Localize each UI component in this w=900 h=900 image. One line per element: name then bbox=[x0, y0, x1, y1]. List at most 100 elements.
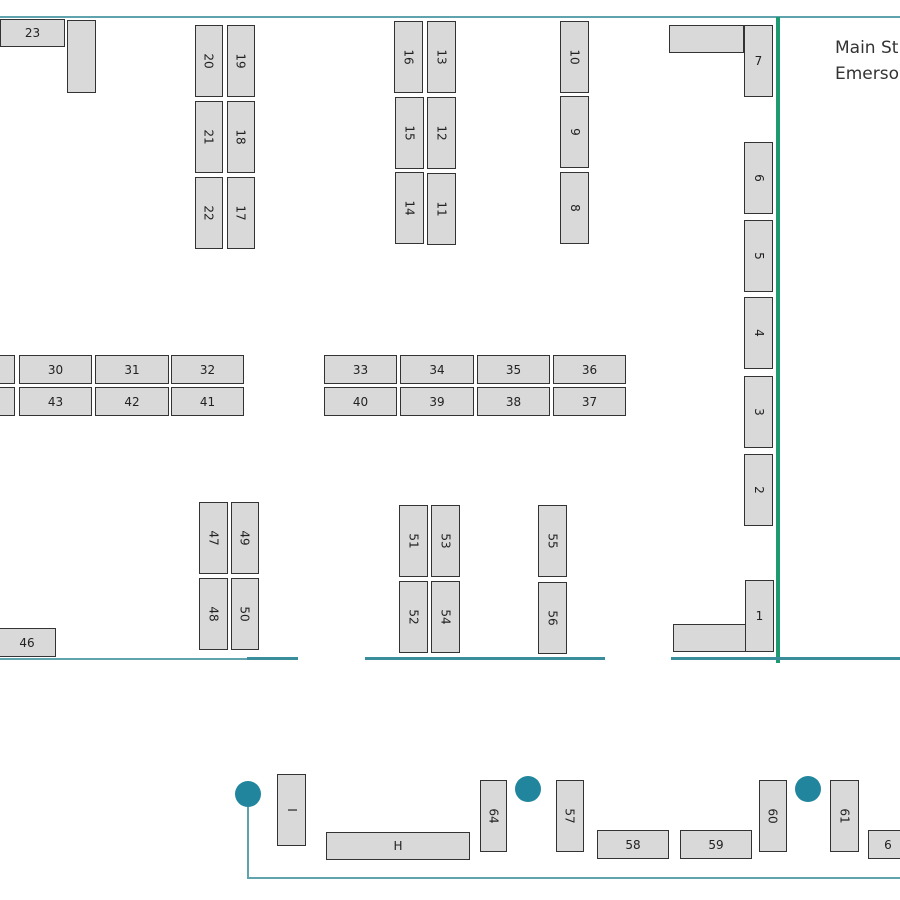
booth-label: 32 bbox=[199, 362, 216, 377]
booth-4[interactable]: 4 bbox=[744, 297, 773, 369]
booth-label: 6 bbox=[884, 837, 892, 852]
booth-52[interactable]: 52 bbox=[399, 581, 428, 653]
booth-label: 43 bbox=[47, 394, 64, 409]
booth-56[interactable]: 56 bbox=[538, 582, 567, 654]
booth-label: 9 bbox=[567, 128, 582, 136]
booth-54[interactable]: 54 bbox=[431, 581, 460, 653]
booth-label: 58 bbox=[625, 837, 641, 852]
unlabeled-booth[interactable] bbox=[669, 25, 744, 53]
outdoor-path-horizontal bbox=[247, 877, 900, 879]
booth-14[interactable]: 14 bbox=[395, 172, 424, 244]
booth-35[interactable]: 35 bbox=[477, 355, 550, 384]
booth-13[interactable]: 13 bbox=[427, 21, 456, 93]
booth-43[interactable]: 43 bbox=[19, 387, 92, 416]
booth-57[interactable]: 57 bbox=[556, 780, 584, 852]
booth-61[interactable]: 61 bbox=[830, 780, 859, 852]
booth-6[interactable]: 6 bbox=[744, 142, 773, 214]
unlabeled-booth[interactable] bbox=[673, 624, 746, 652]
booth-label: 17 bbox=[234, 205, 248, 221]
booth-label: 12 bbox=[434, 125, 449, 141]
booth-label: 36 bbox=[581, 362, 598, 377]
main-street-divider bbox=[776, 17, 780, 663]
booth-label: 11 bbox=[434, 201, 449, 217]
booth-37[interactable]: 37 bbox=[553, 387, 626, 416]
booth-label: 37 bbox=[581, 394, 598, 409]
booth-31[interactable]: 31 bbox=[95, 355, 169, 384]
booth-58[interactable]: 58 bbox=[597, 830, 669, 859]
booth-47[interactable]: 47 bbox=[199, 502, 228, 574]
booth-39[interactable]: 39 bbox=[400, 387, 474, 416]
outdoor-path-vertical bbox=[247, 795, 249, 878]
booth-label: 20 bbox=[202, 53, 216, 69]
booth-12[interactable]: 12 bbox=[427, 97, 456, 169]
booth-8[interactable]: 8 bbox=[560, 172, 589, 244]
booth-32[interactable]: 32 bbox=[171, 355, 244, 384]
booth-48[interactable]: 48 bbox=[199, 578, 228, 650]
booth-23[interactable]: 23 bbox=[0, 19, 65, 47]
booth-label: I bbox=[284, 808, 299, 812]
booth-11[interactable]: 11 bbox=[427, 173, 456, 245]
booth-label: 10 bbox=[567, 49, 582, 65]
booth-34[interactable]: 34 bbox=[400, 355, 474, 384]
marker-dot bbox=[235, 781, 261, 807]
booth-h[interactable]: H bbox=[326, 832, 470, 860]
top-wall bbox=[0, 16, 900, 18]
booth-21[interactable]: 21 bbox=[195, 101, 223, 173]
unlabeled-booth[interactable] bbox=[0, 355, 15, 384]
booth-41[interactable]: 41 bbox=[171, 387, 244, 416]
booth-36[interactable]: 36 bbox=[553, 355, 626, 384]
booth-51[interactable]: 51 bbox=[399, 505, 428, 577]
booth-10[interactable]: 10 bbox=[560, 21, 589, 93]
booth-label: 53 bbox=[438, 533, 453, 549]
booth-49[interactable]: 49 bbox=[231, 502, 259, 574]
booth-19[interactable]: 19 bbox=[227, 25, 255, 97]
unlabeled-booth[interactable] bbox=[67, 20, 96, 93]
booth-5[interactable]: 5 bbox=[744, 220, 773, 292]
booth-15[interactable]: 15 bbox=[395, 97, 424, 169]
booth-30[interactable]: 30 bbox=[19, 355, 92, 384]
booth-53[interactable]: 53 bbox=[431, 505, 460, 577]
booth-22[interactable]: 22 bbox=[195, 177, 223, 249]
booth-18[interactable]: 18 bbox=[227, 101, 255, 173]
booth-label: 60 bbox=[766, 808, 780, 824]
booth-label: 22 bbox=[202, 205, 216, 221]
booth-20[interactable]: 20 bbox=[195, 25, 223, 97]
booth-label: 50 bbox=[238, 606, 252, 622]
booth-3[interactable]: 3 bbox=[744, 376, 773, 448]
booth-label: 18 bbox=[234, 129, 248, 145]
booth-62[interactable]: 6 bbox=[868, 830, 900, 859]
booth-16[interactable]: 16 bbox=[394, 21, 423, 93]
booth-label: 14 bbox=[402, 200, 417, 216]
booth-64[interactable]: 64 bbox=[480, 780, 507, 852]
marker-dot bbox=[795, 776, 821, 802]
booth-60[interactable]: 60 bbox=[759, 780, 787, 852]
booth-label: 38 bbox=[505, 394, 522, 409]
booth-label: 61 bbox=[837, 808, 852, 824]
booth-59[interactable]: 59 bbox=[680, 830, 752, 859]
unlabeled-booth[interactable] bbox=[0, 387, 15, 416]
booth-17[interactable]: 17 bbox=[227, 177, 255, 249]
booth-42[interactable]: 42 bbox=[95, 387, 169, 416]
booth-33[interactable]: 33 bbox=[324, 355, 397, 384]
booth-label: 21 bbox=[202, 129, 216, 145]
booth-2[interactable]: 2 bbox=[744, 454, 773, 526]
booth-55[interactable]: 55 bbox=[538, 505, 567, 577]
booth-label: 55 bbox=[545, 533, 560, 549]
booth-label: 46 bbox=[19, 635, 35, 650]
booth-i[interactable]: I bbox=[277, 774, 306, 846]
bottom-wall-left-thick bbox=[247, 657, 298, 660]
booth-50[interactable]: 50 bbox=[231, 578, 259, 650]
booth-1[interactable]: 1 bbox=[745, 580, 774, 652]
booth-label: 41 bbox=[199, 394, 216, 409]
booth-label: 2 bbox=[751, 486, 766, 494]
booth-38[interactable]: 38 bbox=[477, 387, 550, 416]
booth-40[interactable]: 40 bbox=[324, 387, 397, 416]
booth-label: 30 bbox=[47, 362, 64, 377]
booth-46[interactable]: 46 bbox=[0, 628, 56, 657]
booth-9[interactable]: 9 bbox=[560, 96, 589, 168]
booth-label: 47 bbox=[206, 530, 221, 546]
booth-label: 56 bbox=[545, 610, 560, 626]
booth-label: 54 bbox=[438, 609, 453, 625]
booth-7[interactable]: 7 bbox=[744, 25, 773, 97]
